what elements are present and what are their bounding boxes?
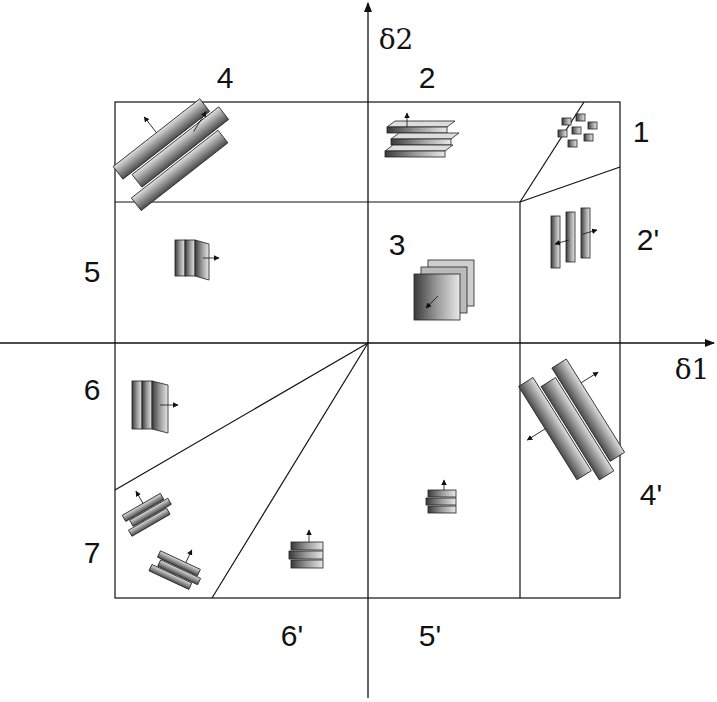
boundary-line [115, 201, 520, 202]
boundary-line [115, 343, 368, 490]
axes [0, 3, 714, 698]
square-plates [414, 260, 474, 320]
region-number: 2 [419, 63, 436, 93]
region-number: 2' [637, 225, 659, 255]
delta1-axis [0, 342, 714, 343]
vertical-plates [132, 381, 178, 433]
tall-columns [551, 208, 597, 268]
region-boundaries [115, 102, 620, 598]
region-number: 7 [84, 538, 101, 568]
boundary-line [520, 167, 620, 202]
tilted-bars [97, 77, 240, 211]
region-number: 5 [84, 257, 101, 287]
axis-label: δ1 [675, 356, 710, 384]
region-number: 6 [84, 375, 101, 405]
region-number: 1 [633, 117, 650, 147]
region-number: 5' [419, 621, 441, 651]
stacked-plates [385, 113, 459, 157]
region-number: 4' [640, 480, 662, 510]
boundary-line [519, 202, 520, 598]
bundle [149, 537, 210, 592]
stacked-plates [289, 530, 323, 568]
region-number: 6' [281, 621, 303, 651]
region-number: 4 [217, 63, 234, 93]
boundary-line [520, 102, 584, 202]
region-number: 3 [389, 230, 406, 260]
axis-label: δ2 [379, 26, 414, 54]
boundary-line [212, 343, 368, 598]
vertical-plates [175, 240, 219, 280]
tilted-bars [501, 347, 647, 501]
bundle [113, 479, 175, 536]
delta2-axis [367, 3, 368, 698]
crystal-illustrations [97, 77, 647, 592]
outer-frame [115, 102, 620, 598]
cube-cluster [558, 114, 597, 147]
stacked-plates [426, 480, 456, 513]
